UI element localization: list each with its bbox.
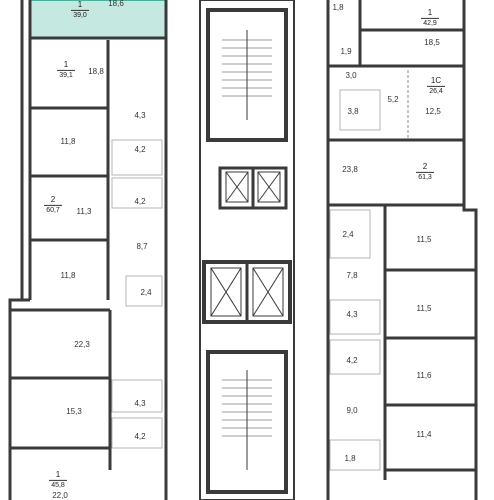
room-area: 7,8	[346, 271, 358, 280]
room-area: 2,4	[140, 288, 152, 297]
room-area: 1,9	[340, 47, 352, 56]
room-area: 15,3	[66, 407, 82, 416]
room-area: 4,2	[134, 432, 146, 441]
apartment-highlight[interactable]	[29, 0, 167, 39]
room-area: 4,3	[134, 111, 146, 120]
walls	[8, 0, 478, 500]
room-area: 2,4	[342, 230, 354, 239]
room-area: 4,2	[134, 197, 146, 206]
room-area: 22,3	[74, 340, 90, 349]
room-area: 23,8	[342, 165, 358, 174]
room-area: 18,8	[88, 67, 104, 76]
room-area: 4,2	[346, 356, 358, 365]
room-area: 22,0	[52, 491, 68, 500]
room-area: 1,8	[344, 454, 356, 463]
room-area: 1,8	[332, 3, 344, 12]
room-area: 11,8	[60, 137, 76, 146]
room-area: 3,0	[345, 71, 357, 80]
room-area: 4,2	[134, 145, 146, 154]
room-area: 9,0	[346, 406, 358, 415]
room-area: 18,5	[424, 38, 440, 47]
room-area: 5,2	[387, 95, 399, 104]
room-area: 12,5	[425, 107, 441, 116]
room-area: 11,5	[416, 235, 432, 244]
elevator-icons	[210, 171, 284, 317]
room-area: 8,7	[136, 242, 148, 251]
room-area: 4,3	[134, 399, 146, 408]
room-area: 11,6	[416, 371, 432, 380]
fixtures	[111, 89, 381, 471]
stairs	[222, 30, 272, 470]
room-area: 4,3	[346, 310, 358, 319]
room-area: 11,5	[416, 304, 432, 313]
room-area: 11,4	[416, 430, 432, 439]
room-area: 11,8	[60, 271, 76, 280]
room-area: 18,6	[108, 0, 124, 8]
room-area: 11,3	[76, 207, 92, 216]
room-area: 3,8	[347, 107, 359, 116]
